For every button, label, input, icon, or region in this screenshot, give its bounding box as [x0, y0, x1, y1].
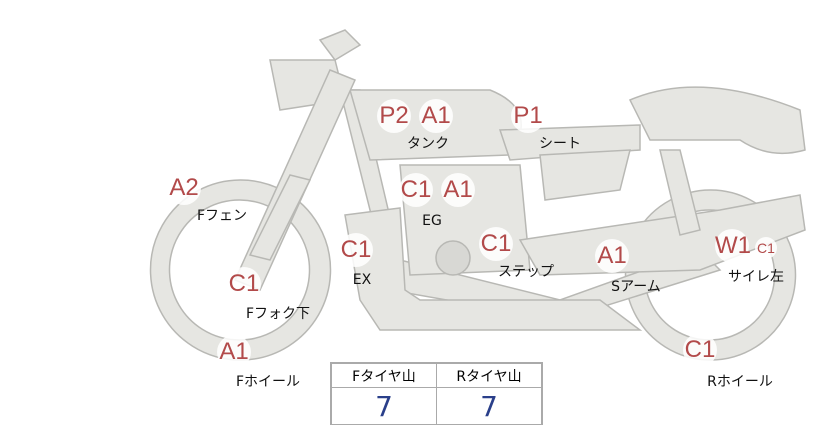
damage-code: C1 — [339, 233, 373, 267]
part-label-rear-wheel: Rホイール — [707, 374, 773, 390]
damage-code: C1 — [683, 333, 717, 367]
damage-code: C1 — [479, 227, 513, 261]
damage-code: C1 — [227, 267, 261, 301]
part-label-front-fork-lower: Fフォク下 — [245, 306, 311, 322]
rear-cowl — [539, 149, 631, 201]
rear-tire-value: 7 — [436, 387, 543, 425]
tire-tread-table: Fタイヤ山 Rタイヤ山 7 7 — [330, 362, 543, 425]
part-label-engine: EG — [422, 213, 442, 229]
front-tire-header: Fタイヤ山 — [330, 362, 437, 388]
tail — [628, 86, 806, 155]
damage-code: A1 — [217, 335, 251, 369]
damage-code: P2 — [377, 99, 411, 133]
fork-boot — [248, 174, 312, 261]
engine-cover — [435, 240, 471, 276]
damage-code: A1 — [595, 239, 629, 273]
damage-code: P1 — [511, 99, 545, 133]
handlebar — [318, 29, 362, 61]
part-label-seat: シート — [539, 136, 581, 152]
damage-code: A2 — [167, 171, 201, 205]
exhaust-pipe — [344, 207, 643, 331]
part-label-swing-arm: Sアーム — [611, 279, 661, 295]
part-label-front-fender: Fフェン — [196, 208, 248, 224]
part-label-step: ステップ — [498, 264, 554, 280]
part-label-front-wheel: Fホイール — [235, 374, 301, 390]
front-tire-value: 7 — [330, 387, 437, 425]
part-label-exhaust: EX — [352, 272, 372, 288]
damage-code: W1 — [715, 229, 751, 263]
damage-code: A1 — [441, 173, 475, 207]
damage-code: C1 — [399, 173, 433, 207]
rear-tire-header: Rタイヤ山 — [436, 362, 543, 388]
damage-code: C1 — [755, 237, 777, 259]
damage-code: A1 — [419, 99, 453, 133]
part-label-tank: タンク — [407, 136, 449, 152]
rear-shock — [659, 149, 701, 236]
part-label-silencer-left: サイレ左 — [728, 269, 784, 285]
